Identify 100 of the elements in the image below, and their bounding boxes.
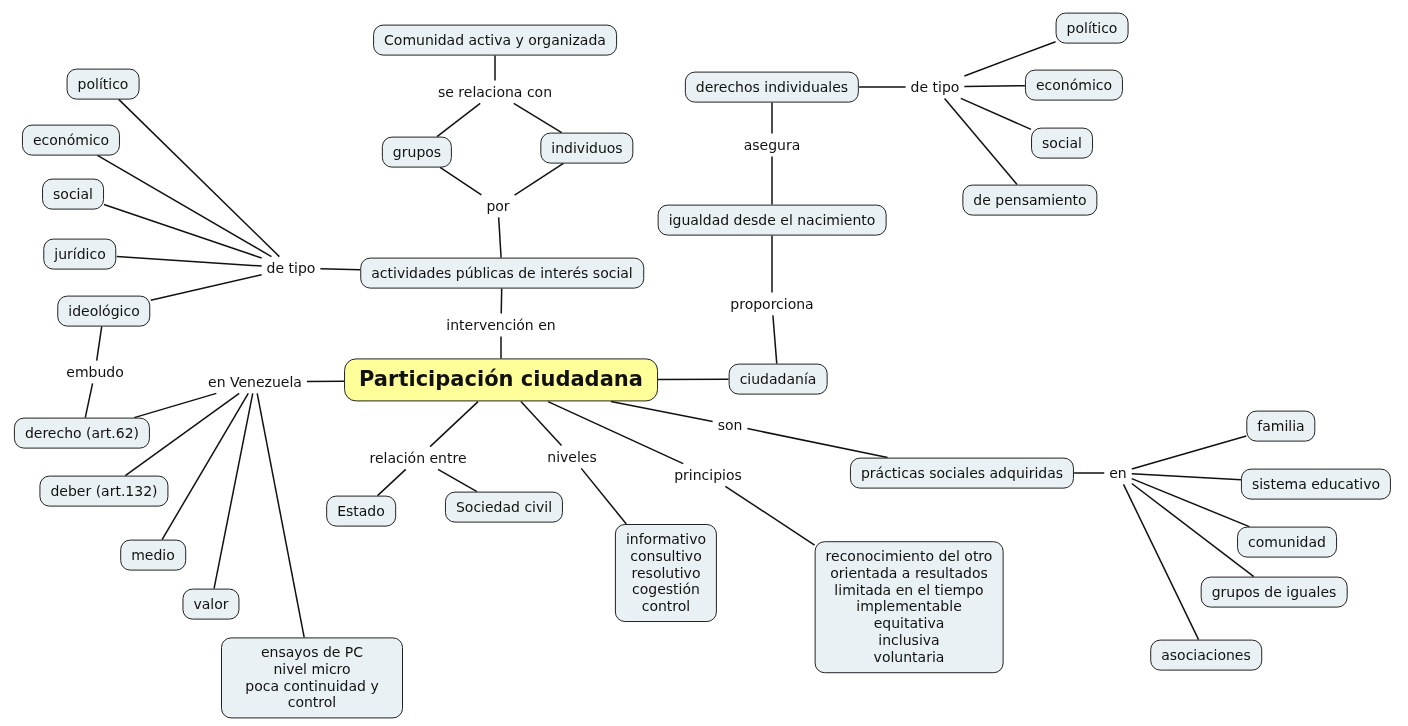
concept-text: político [1066,19,1118,37]
connector-line [513,162,565,196]
concept-box [381,136,453,168]
connector-line [133,392,218,419]
concept-text: nivel micro [272,661,352,678]
concept-text: informativo [625,531,707,548]
connector-line [1122,483,1200,641]
concept-text: poca continuidad y control [244,678,380,712]
concept-text: social [53,185,93,203]
concept-text: reconocimiento del otro [825,548,993,565]
concept-box [182,588,240,620]
concept-text: prácticas sociales adquiridas [860,464,1064,482]
concept-text: control [640,598,692,615]
connector-line [376,468,407,497]
main-concept-box [344,358,658,402]
concept-box [21,124,121,156]
concept-box [42,178,104,210]
connector-line [960,97,1032,131]
concept-text: asociaciones [1161,646,1251,664]
concept-text: de pensamiento [973,191,1087,209]
linking-phrase: principios [672,466,744,484]
concept-box [1246,410,1316,442]
connector-line [657,378,730,381]
concept-box [39,475,169,507]
connector-line [118,98,281,258]
connector-line [963,40,1057,77]
linking-phrase: son [715,416,745,434]
connector-line [494,54,496,82]
connector-line [306,380,345,383]
concept-text: grupos [392,143,442,161]
linking-phrase: de tipo [908,78,962,96]
concept-text: económico [32,131,110,149]
concept-text: inclusiva [877,632,941,649]
concept-text: ideológico [68,302,140,320]
concept-text: actividades públicas de interés social [371,264,633,282]
concept-text: ensayos de PC [259,644,365,662]
concept-box [221,637,403,719]
linking-phrase: por [484,197,512,215]
concept-text: voluntaria [872,649,946,666]
concept-box [43,238,117,270]
connector-line [213,392,254,590]
connector-line [429,400,479,448]
connector-line [746,427,889,459]
concept-box [684,71,860,103]
concept-text: Comunidad activa y organizada [384,31,606,49]
linking-phrase: de tipo [264,259,318,277]
concept-box [13,417,151,449]
concept-box [1200,576,1348,608]
concept-text: cogestión [631,581,701,599]
concept-text: grupos de iguales [1211,583,1337,601]
connector-line [520,400,563,447]
connector-line [724,485,816,546]
connector-line [103,203,263,259]
linking-phrase: niveles [545,448,599,466]
connector-line [150,274,263,301]
connector-line [1131,435,1248,470]
concept-text: orientada a resultados [829,565,989,582]
concept-text: implementable [855,598,963,616]
connector-line [858,86,907,88]
concept-text: consultivo [629,547,703,565]
linking-phrase: relación entre [367,449,469,467]
connector-line [500,287,503,315]
concept-box [614,524,718,622]
concept-box [657,204,887,236]
connector-line [580,467,628,525]
concept-text: familia [1257,417,1305,435]
main-concept-text: Participación ciudadana [359,367,643,393]
concept-box [57,295,151,327]
connector-line [500,335,502,360]
concept-text: económico [1035,76,1113,94]
connector-line [84,382,94,419]
connector-line [513,102,563,134]
concept-text: deber (art.132) [50,482,158,500]
connector-line [437,468,478,493]
concept-text: derechos individuales [695,78,849,96]
concept-box [326,495,396,527]
concept-text: valor [193,595,229,613]
concept-text: comunidad [1248,533,1326,551]
concept-text: derecho (art.62) [24,424,140,442]
concept-text: Sociedad civil [455,498,553,516]
connector-line [1131,473,1242,481]
connector-line [963,84,1026,88]
connector-line [1073,472,1105,474]
concept-text: ciudadanía [739,370,817,388]
concept-box [1237,526,1337,558]
concept-box [66,68,140,100]
concept-text: limitada en el tiempo [833,581,985,599]
concept-box [373,24,617,56]
connector-line [319,267,361,271]
connector-line [771,155,773,206]
concept-text: equitativa [872,615,946,633]
concept-text: igualdad desde el nacimiento [668,211,876,229]
connector-line [96,154,273,258]
linking-phrase: se relaciona con [435,83,555,101]
concept-box [120,539,186,571]
concept-text: jurídico [54,245,106,263]
concept-text: social [1042,134,1082,152]
concept-box [1055,12,1129,44]
connector-line [256,392,305,639]
concept-box [1024,69,1124,101]
